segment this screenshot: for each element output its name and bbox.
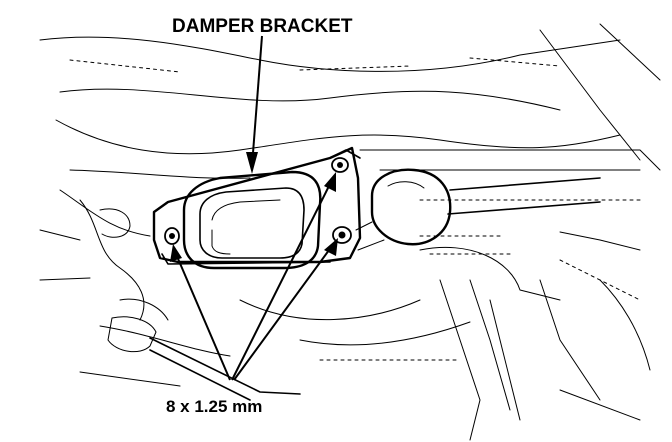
damper-bracket-leader	[246, 35, 263, 174]
ball-joint	[355, 168, 601, 251]
bolt-top-right	[331, 157, 349, 173]
bolt-leaders	[170, 172, 338, 381]
damper-bracket-label: DAMPER BRACKET	[172, 16, 353, 37]
damper-bracket	[152, 146, 362, 270]
bolt-size-label: 8 x 1.25 mm	[166, 397, 262, 416]
bolt-left	[164, 227, 180, 245]
background-sketch	[39, 23, 661, 441]
